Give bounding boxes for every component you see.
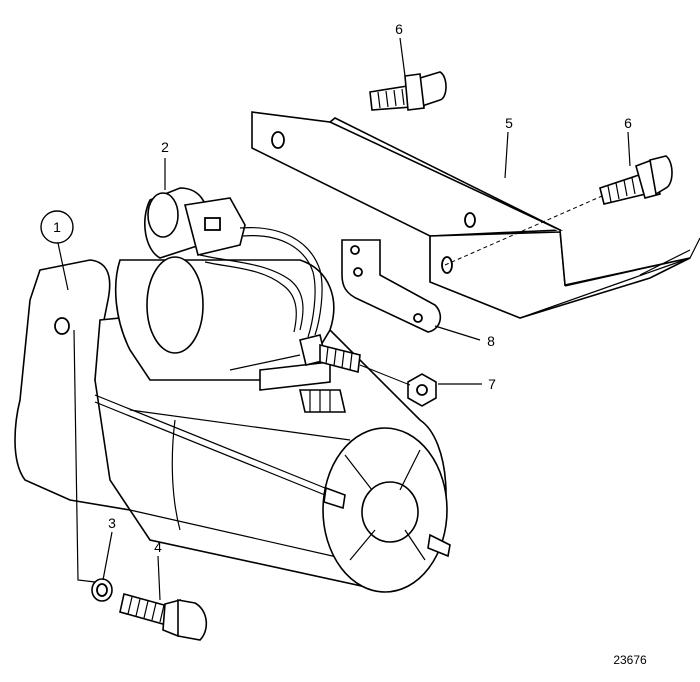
mounting-bracket <box>251 111 700 319</box>
callout-6b: 6 <box>624 115 632 131</box>
alignment-line <box>444 195 603 266</box>
callout-8: 8 <box>487 333 495 349</box>
stud-alignment-line <box>359 364 411 386</box>
hex-nut <box>407 373 437 407</box>
bolt-right <box>599 155 673 205</box>
leader-lines <box>57 37 631 601</box>
callout-1: 1 <box>40 210 74 244</box>
adapter-plate <box>341 239 442 333</box>
callout-7: 7 <box>488 376 496 392</box>
relay <box>144 187 323 338</box>
bolt-top <box>369 71 447 111</box>
callout-4: 4 <box>154 539 162 555</box>
callout-label: 1 <box>53 219 61 235</box>
callout-2: 2 <box>161 139 169 155</box>
terminal-stud <box>299 334 361 374</box>
callout-circle <box>40 210 74 244</box>
washer <box>91 578 113 602</box>
washer-alignment-line <box>73 329 96 583</box>
callout-6a: 6 <box>395 21 403 37</box>
flange-bolt <box>119 593 208 641</box>
callout-3: 3 <box>108 515 116 531</box>
reference-number: 23676 <box>613 653 647 667</box>
callout-5: 5 <box>505 115 513 131</box>
